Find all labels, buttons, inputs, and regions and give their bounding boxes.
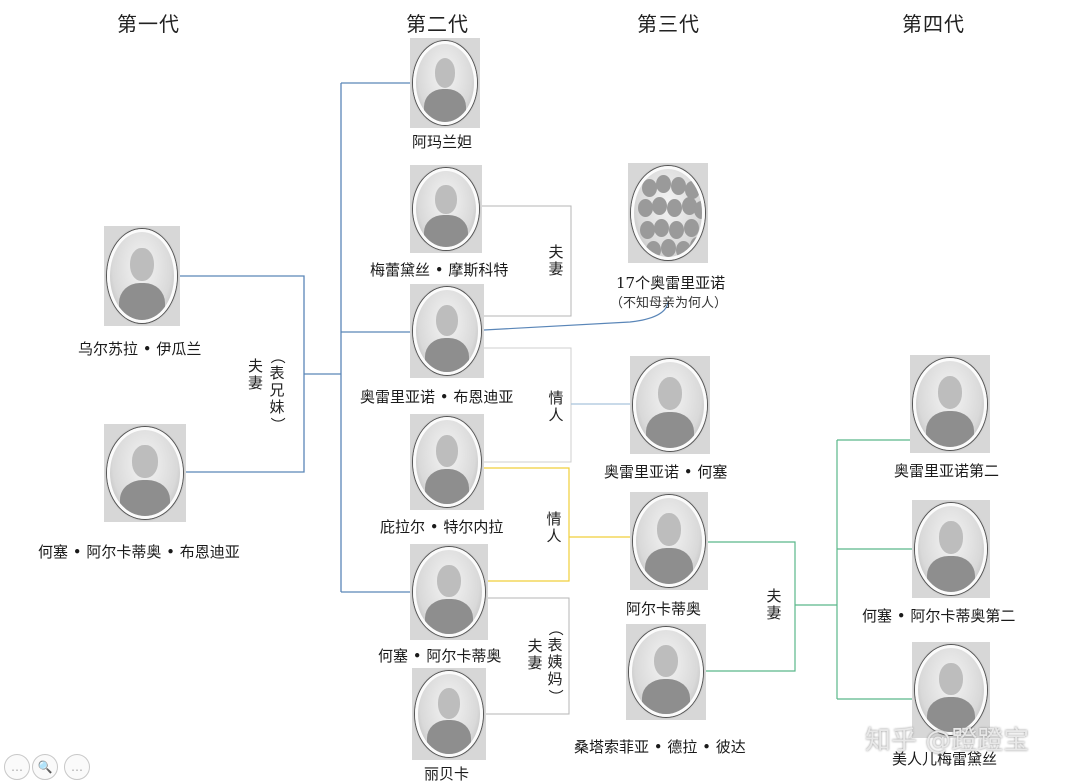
couple-jose-rebeca-label: 夫妻	[527, 638, 543, 672]
lovers-arcadio-pilar-label: 情人	[546, 511, 562, 545]
jose-arcadio-buendia-portrait	[107, 427, 183, 519]
line-gen1-couple	[180, 276, 304, 472]
pilar-ternera-name: 庇拉尔 • 特尔内拉	[380, 516, 503, 537]
remedios-moscote-name: 梅蕾黛丝 • 摩斯科特	[370, 259, 508, 280]
amaranta-portrait	[413, 41, 477, 125]
zoom-icon[interactable]: 🔍	[32, 754, 58, 780]
zhihu-watermark: 知乎 @蹬蹬宝	[865, 720, 1029, 757]
cousins-jose-rebeca-label: （ 表 姨 妈 ）	[547, 620, 563, 705]
ursula-portrait	[107, 229, 177, 323]
jose-arcadio-portrait	[413, 547, 485, 637]
generation-2-title: 第二代	[406, 8, 469, 37]
ursula-name: 乌尔苏拉 • 伊瓜兰	[78, 338, 201, 359]
lovers-aureliano-pilar-label: 情人	[548, 390, 564, 424]
arcadio-portrait	[633, 495, 705, 587]
seventeen-aurelianos-note: （不知母亲为何人）	[610, 292, 727, 311]
pilar-ternera-portrait	[413, 417, 481, 507]
aureliano-segundo-name: 奥雷里亚诺第二	[894, 460, 999, 481]
jose-arcadio-segundo-name: 何塞 • 阿尔卡蒂奥第二	[862, 605, 1015, 626]
options-icon[interactable]: …	[64, 754, 90, 780]
aureliano-buendia-portrait	[413, 287, 481, 375]
couple-arcadio-santa-label: 夫妻	[766, 588, 782, 622]
rebeca-portrait	[415, 671, 483, 757]
jose-arcadio-buendia-name: 何塞 • 阿尔卡蒂奥 • 布恩迪亚	[38, 541, 240, 562]
remedios-moscote-portrait	[413, 168, 479, 250]
aureliano-segundo-portrait	[913, 358, 987, 450]
seventeen-aurelianos-portrait	[631, 166, 705, 260]
arcadio-name: 阿尔卡蒂奥	[626, 598, 701, 619]
rebeca-name: 丽贝卡	[424, 763, 469, 784]
cousins-gen1-label: （ 表 兄 妹 ）	[269, 348, 285, 433]
amaranta-name: 阿玛兰妲	[412, 131, 472, 152]
couple-gen1-label: 夫妻	[247, 358, 264, 392]
seventeen-aurelianos-name: 17个奥雷里亚诺	[616, 272, 725, 293]
jose-arcadio-segundo-portrait	[915, 503, 987, 595]
aureliano-jose-name: 奥雷里亚诺 • 何塞	[604, 461, 727, 482]
more-icon[interactable]: …	[4, 754, 30, 780]
santa-sofia-portrait	[629, 627, 703, 717]
generation-1-title: 第一代	[117, 8, 180, 37]
aureliano-buendia-name: 奥雷里亚诺 • 布恩迪亚	[360, 386, 513, 407]
generation-3-title: 第三代	[637, 8, 700, 37]
jose-arcadio-name: 何塞 • 阿尔卡蒂奥	[378, 645, 501, 666]
couple-aureliano-label: 夫妻	[548, 244, 564, 278]
aureliano-jose-portrait	[633, 359, 707, 451]
santa-sofia-name: 桑塔索菲亚 • 德拉 • 彼达	[574, 736, 746, 757]
generation-4-title: 第四代	[902, 8, 965, 37]
